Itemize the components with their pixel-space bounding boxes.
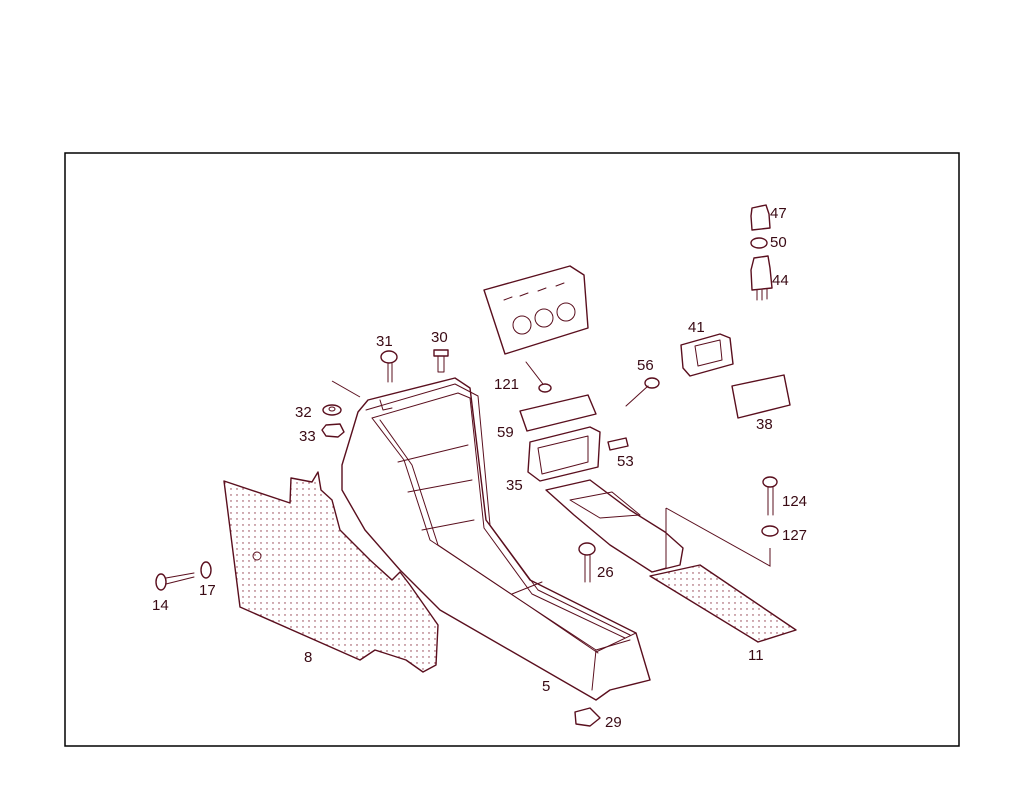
- part-56-screw[interactable]: [625, 377, 660, 407]
- callout-33: 33: [299, 428, 316, 445]
- part-35-housing[interactable]: [527, 426, 601, 482]
- callout-124: 124: [782, 493, 807, 510]
- callout-30: 30: [431, 329, 448, 346]
- callout-labels: 47 50 44 41 56 38 31 30 121 32 33 59 53 …: [152, 205, 807, 731]
- part-8-side-panel[interactable]: [223, 471, 439, 673]
- part-29-clip[interactable]: [574, 707, 601, 727]
- callout-8: 8: [304, 649, 312, 666]
- part-41-ashtray[interactable]: [680, 333, 734, 377]
- leader-lines: [331, 380, 771, 573]
- part-50-ring[interactable]: [750, 237, 768, 249]
- part-14-screw[interactable]: [155, 572, 195, 591]
- callout-38: 38: [756, 416, 773, 433]
- part-38-insert[interactable]: [731, 374, 791, 419]
- callout-14: 14: [152, 597, 169, 614]
- console-rear-bracket[interactable]: [545, 479, 684, 573]
- diagram-border: [64, 152, 960, 747]
- callout-5: 5: [542, 678, 550, 695]
- callout-32: 32: [295, 404, 312, 421]
- part-17-washer[interactable]: [200, 561, 212, 579]
- callout-127: 127: [782, 527, 807, 544]
- callout-56: 56: [637, 357, 654, 374]
- part-5-center-console[interactable]: [341, 377, 651, 701]
- callout-11: 11: [748, 647, 764, 664]
- part-121-screw[interactable]: [525, 361, 552, 393]
- callout-35: 35: [506, 477, 523, 494]
- switch-panel[interactable]: [483, 265, 589, 355]
- part-44-switch[interactable]: [750, 255, 773, 301]
- part-59-cover[interactable]: [519, 394, 597, 432]
- part-26-screw[interactable]: [578, 542, 596, 583]
- callout-47: 47: [770, 205, 787, 222]
- callout-17: 17: [199, 582, 216, 599]
- callout-26: 26: [597, 564, 614, 581]
- part-11-mat[interactable]: [649, 564, 797, 643]
- callout-44: 44: [772, 272, 789, 289]
- callout-59: 59: [497, 424, 514, 441]
- part-47-switch[interactable]: [750, 204, 771, 231]
- callout-41: 41: [688, 319, 705, 336]
- callout-29: 29: [605, 714, 622, 731]
- callout-50: 50: [770, 234, 787, 251]
- part-124-screw[interactable]: [762, 476, 778, 516]
- part-53-bulb[interactable]: [607, 437, 629, 451]
- part-32-washer[interactable]: [322, 404, 342, 416]
- callout-53: 53: [617, 453, 634, 470]
- part-33-nut[interactable]: [321, 423, 345, 438]
- callout-31: 31: [376, 333, 393, 350]
- part-30-bolt[interactable]: [433, 349, 449, 373]
- callout-121: 121: [494, 376, 519, 393]
- part-127-clip[interactable]: [761, 525, 779, 537]
- part-31-bolt[interactable]: [380, 350, 398, 383]
